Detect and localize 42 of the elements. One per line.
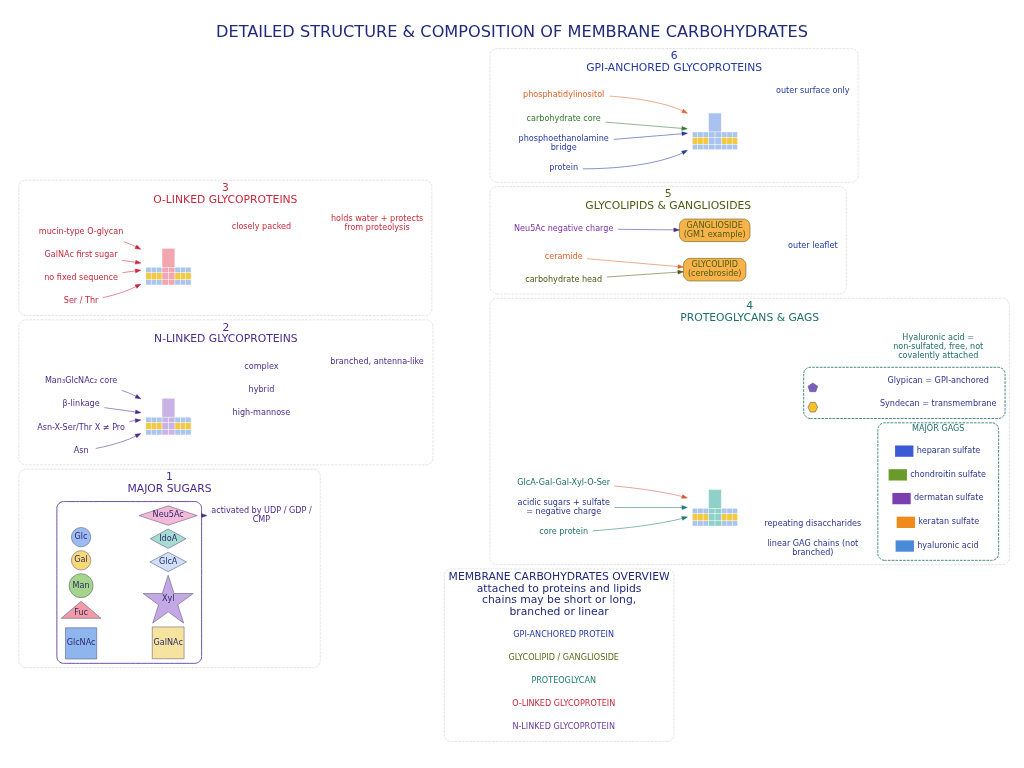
node-text: Ser / Thr bbox=[63, 295, 99, 306]
node-text: acidic sugars + sulfate = negative charge bbox=[517, 496, 610, 516]
node-text: β-linkage bbox=[62, 398, 100, 409]
node-text: Asn bbox=[73, 444, 89, 455]
node-text: Man₃GlcNAc₂ core bbox=[44, 375, 118, 386]
node-text: outer surface only bbox=[776, 84, 850, 95]
node-text: high-mannose bbox=[232, 407, 291, 418]
legend-label: Glypican = GPI-anchored bbox=[887, 375, 989, 386]
node-text: GLYCOLIPID / GANGLIOSIDE bbox=[508, 651, 619, 662]
node-text: closely packed bbox=[231, 220, 292, 231]
node-text: carbohydrate head bbox=[525, 273, 603, 284]
legend-label: hyaluronic acid bbox=[917, 539, 979, 550]
node-text: GlcA-Gal-Gal-Xyl-O-Ser bbox=[517, 476, 611, 487]
node-text: core protein bbox=[539, 526, 589, 537]
node-text: no fixed sequence bbox=[44, 272, 119, 283]
node-text: complex bbox=[244, 360, 279, 371]
node-text: GalNAc first sugar bbox=[44, 249, 118, 259]
node-text: PROTEOGLYCAN bbox=[531, 675, 597, 686]
node-text: Asn-X-Ser/Thr X ≠ Pro bbox=[37, 421, 125, 432]
node-text: hybrid bbox=[248, 383, 275, 394]
legend-label: keratan sulfate bbox=[918, 516, 980, 527]
legend-label: dermatan sulfate bbox=[913, 492, 984, 503]
node-text: linear GAG chains (not branched) bbox=[767, 538, 859, 558]
node-text: activated by UDP / GDP / CMP bbox=[211, 504, 312, 525]
node-text: branched, antenna-like bbox=[330, 355, 424, 366]
node-text: O-LINKED GLYCOPROTEIN bbox=[512, 698, 616, 709]
node-text: carbohydrate core bbox=[526, 112, 601, 123]
node-text: protein bbox=[549, 162, 579, 173]
node-text: mucin-type O-glycan bbox=[38, 225, 124, 236]
node-text: ceramide bbox=[544, 250, 583, 261]
legend-label: Syndecan = transmembrane bbox=[879, 398, 997, 409]
node-text: Neu5Ac negative charge bbox=[514, 222, 614, 233]
node-text: N-LINKED GLYCOPROTEIN bbox=[512, 721, 615, 732]
diagram-title: DETAILED STRUCTURE & COMPOSITION OF MEMBRANE CARBOHYDRATES bbox=[216, 22, 808, 42]
node-text: outer leaflet bbox=[788, 239, 838, 250]
node-text: holds water + protects from proteolysis bbox=[330, 213, 424, 233]
legend-label: heparan sulfate bbox=[916, 445, 981, 456]
node-text: GPI-ANCHORED PROTEIN bbox=[513, 628, 615, 639]
node-text: phosphatidylinositol bbox=[523, 89, 605, 100]
node-text: phosphoethanolamine bridge bbox=[518, 132, 609, 152]
node-text: repeating disaccharides bbox=[764, 518, 862, 529]
legend-label: chondroitin sulfate bbox=[910, 468, 986, 479]
